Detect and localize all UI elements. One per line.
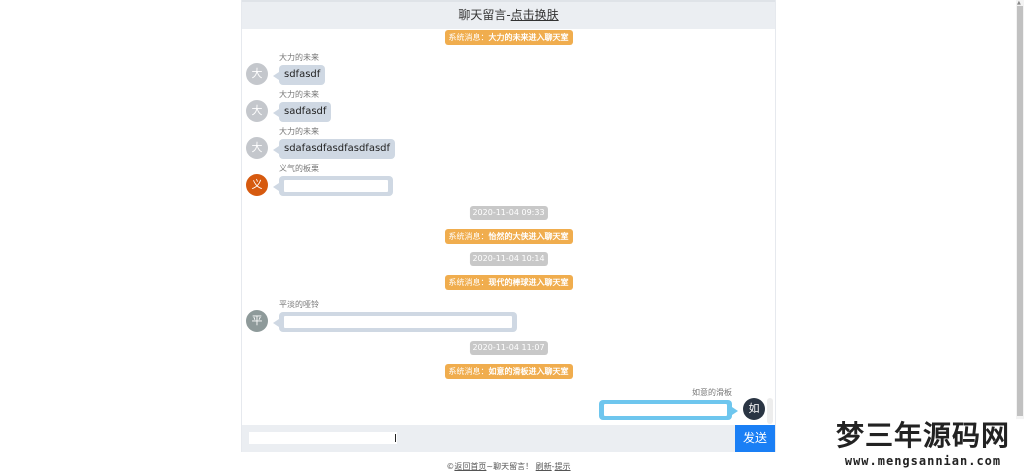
- chat-title: 聊天留言-: [458, 8, 511, 22]
- nickname: 如意的滑板: [692, 388, 732, 397]
- avatar[interactable]: 大: [246, 63, 268, 85]
- system-message: 系统消息：如意的滑板进入聊天室: [444, 364, 573, 379]
- timestamp: 2020-11-04 11:07: [469, 341, 548, 355]
- nickname: 大力的未来: [279, 53, 319, 62]
- bubble-content: [284, 180, 388, 192]
- message-input[interactable]: [249, 432, 397, 444]
- nickname: 义气的板栗: [279, 164, 319, 173]
- message-list-scrollbar[interactable]: [767, 398, 773, 424]
- chat-message-self: 如 如意的滑板: [585, 388, 765, 425]
- message-bubble: [273, 312, 517, 332]
- system-message: 系统消息：怡然的大侠进入聊天室: [444, 229, 573, 244]
- avatar[interactable]: 平: [246, 310, 268, 332]
- bubble-content: [604, 404, 727, 416]
- scroll-up-arrow-icon[interactable]: ▲: [1017, 0, 1021, 6]
- bubble-content: [284, 316, 512, 328]
- message-list[interactable]: 系统消息：大力的未来进入聊天室 大 大力的未来 sdfasdf 大 大力的未来 …: [242, 29, 775, 425]
- avatar[interactable]: 如: [743, 398, 765, 420]
- nickname: 大力的未来: [279, 90, 319, 99]
- timestamp: 2020-11-04 10:14: [469, 252, 548, 266]
- input-bar: 发送: [242, 425, 775, 452]
- nickname: 平淡的哑铃: [279, 300, 319, 309]
- system-message: 系统消息：大力的未来进入聊天室: [444, 30, 573, 45]
- avatar[interactable]: 大: [246, 100, 268, 122]
- message-bubble: [273, 176, 393, 196]
- message-bubble: sadfasdf: [272, 102, 332, 122]
- refresh-link[interactable]: 刷新: [535, 462, 552, 471]
- system-message: 系统消息：现代的棒球进入聊天室: [444, 275, 573, 290]
- page-scrollbar[interactable]: ▲: [1016, 0, 1024, 420]
- nickname: 大力的未来: [279, 127, 319, 136]
- avatar[interactable]: 义: [246, 174, 268, 196]
- footer: ©返回首页~聊天留言！ 刷新-提示: [446, 462, 571, 471]
- home-link[interactable]: 返回首页: [454, 462, 487, 471]
- text-caret: [395, 434, 396, 442]
- chat-window: 聊天留言-点击换肤 系统消息：大力的未来进入聊天室 大 大力的未来 sdfasd…: [241, 0, 776, 452]
- timestamp: 2020-11-04 09:33: [469, 206, 548, 220]
- change-skin-link[interactable]: 点击换肤: [510, 8, 559, 22]
- message-bubble: sdafasdfasdfasdfasdf: [272, 139, 396, 159]
- chat-header: 聊天留言-点击换肤: [242, 0, 775, 29]
- watermark-title: 梦三年源码网: [835, 419, 1010, 452]
- watermark-url: www.mengsannian.com: [844, 454, 1002, 468]
- watermark: 梦三年源码网 www.mengsannian.com: [822, 419, 1024, 469]
- avatar[interactable]: 大: [246, 137, 268, 159]
- message-bubble: sdfasdf: [272, 65, 326, 85]
- send-button[interactable]: 发送: [735, 425, 775, 452]
- scrollbar-thumb[interactable]: [1017, 6, 1023, 416]
- tip-link[interactable]: 提示: [554, 462, 571, 471]
- message-bubble: [599, 400, 738, 420]
